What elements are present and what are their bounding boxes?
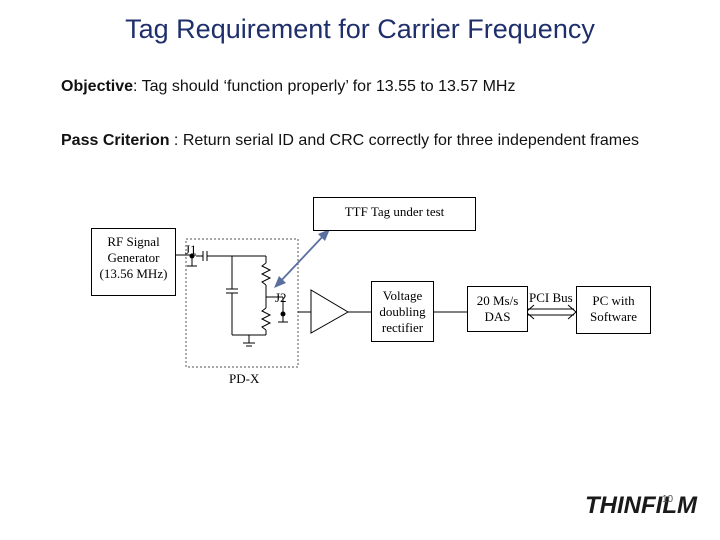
rectifier-box: Voltage doubling rectifier xyxy=(371,281,434,342)
pdx-boundary xyxy=(185,238,299,368)
criterion-label: Pass Criterion xyxy=(61,132,170,149)
thinfilm-logo: THINFILM xyxy=(585,492,697,519)
amplifier-symbol xyxy=(310,289,349,334)
ttf-pointer-head-bottom xyxy=(274,276,286,288)
criterion-line: Pass Criterion : Return serial ID and CR… xyxy=(61,130,681,152)
ttf-tag-box: TTF Tag under test xyxy=(313,197,476,231)
criterion-text: : Return serial ID and CRC correctly for… xyxy=(169,132,640,149)
objective-label: Objective xyxy=(61,78,134,95)
j1-label: J1 xyxy=(185,242,197,257)
slide-title: Tag Requirement for Carrier Frequency xyxy=(125,14,595,44)
page-number: 10 xyxy=(662,494,674,505)
pci-arrow-right-head xyxy=(567,304,577,320)
resistor-2 xyxy=(260,307,272,331)
pc-box: PC with Software xyxy=(576,286,651,334)
ttf-pointer-arrow xyxy=(277,232,327,285)
das-box: 20 Ms/s DAS xyxy=(467,286,528,332)
rf-generator-box: RF Signal Generator (13.56 MHz) xyxy=(91,228,176,296)
ttf-pointer-head-top xyxy=(318,229,330,241)
j2-label: J2 xyxy=(275,290,287,305)
resistor-1 xyxy=(260,262,272,286)
pdx-label: PD-X xyxy=(229,371,260,386)
pci-bus-label: PCI Bus xyxy=(529,290,573,305)
objective-line: Objective: Tag should ‘function properly… xyxy=(61,76,681,98)
objective-text: : Tag should ‘function properly’ for 13.… xyxy=(133,78,516,95)
